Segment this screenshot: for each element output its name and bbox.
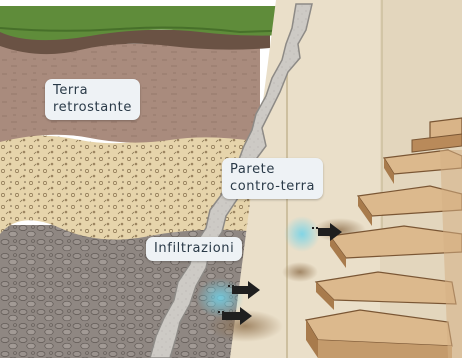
- label-line: Terra: [53, 83, 89, 98]
- label-line: Parete: [230, 162, 275, 177]
- label-infiltrazioni: Infiltrazioni: [146, 237, 243, 261]
- label-line: Infiltrazioni: [154, 241, 235, 256]
- damp-stain: [282, 262, 318, 282]
- arrow-right-icon: [228, 281, 260, 299]
- arrow-right-icon: [312, 223, 342, 241]
- label-terra-retrostante: Terra retrostante: [45, 79, 140, 120]
- label-line: retrostante: [53, 100, 132, 115]
- gravel-layer: [0, 130, 260, 240]
- label-parete-contro-terra: Parete contro-terra: [222, 158, 324, 199]
- water-seepage-glow: [284, 216, 320, 252]
- wooden-staircase: [305, 117, 462, 358]
- interior-wall-shade: [380, 0, 462, 358]
- arrow-right-icon: [218, 307, 252, 325]
- label-line: contro-terra: [230, 179, 316, 194]
